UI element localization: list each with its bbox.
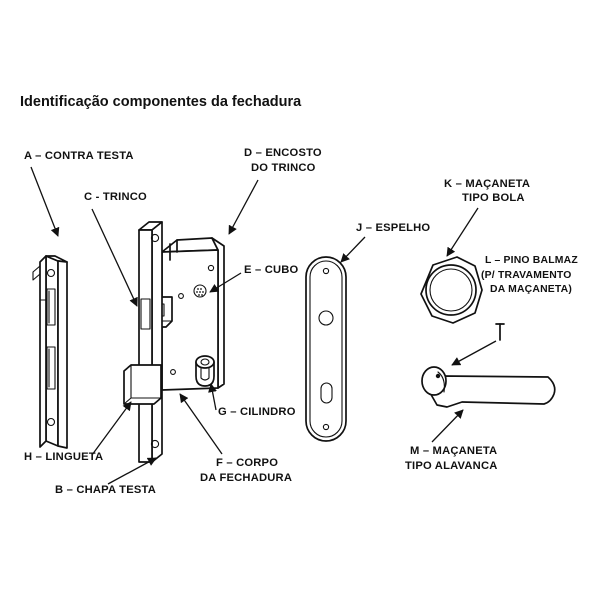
arrow-f bbox=[179, 393, 223, 455]
lever-drawing bbox=[421, 366, 556, 408]
arrow-d bbox=[228, 179, 259, 235]
knob-drawing bbox=[420, 256, 483, 324]
label-m-lever-line2: TIPO ALAVANCA bbox=[405, 460, 498, 472]
arrow-h bbox=[91, 401, 132, 456]
faceplate-drawing bbox=[138, 221, 163, 463]
arrow-l bbox=[451, 340, 497, 366]
label-h-deadbolt: H – LINGUETA bbox=[24, 451, 103, 463]
hub-hole-drawing bbox=[193, 284, 207, 298]
arrow-b bbox=[107, 457, 157, 485]
arrow-c bbox=[91, 208, 138, 307]
label-f-lock-body-line1: F – CORPO bbox=[216, 457, 278, 469]
label-l-pin-line1: L – PINO BALMAZ bbox=[485, 255, 578, 266]
arrow-j bbox=[340, 236, 366, 263]
arrow-k bbox=[446, 207, 479, 257]
diagram-title: Identificação componentes da fechadura bbox=[20, 94, 302, 110]
label-f-lock-body-line2: DA FECHADURA bbox=[200, 472, 292, 484]
label-j-escutcheon: J – ESPELHO bbox=[356, 222, 430, 234]
label-d-latch-stop-line1: D – ENCOSTO bbox=[244, 147, 322, 159]
label-b-faceplate: B – CHAPA TESTA bbox=[55, 484, 156, 496]
label-e-hub: E – CUBO bbox=[244, 264, 299, 276]
label-l-pin-line2: (P/ TRAVAMENTO bbox=[481, 270, 572, 281]
deadbolt-drawing bbox=[123, 364, 162, 405]
label-k-knob-line1: K – MAÇANETA bbox=[444, 178, 530, 190]
label-d-latch-stop-line2: DO TRINCO bbox=[251, 162, 316, 174]
cylinder-drawing bbox=[195, 355, 215, 387]
arrow-a bbox=[30, 166, 60, 237]
strike-plate-drawing bbox=[32, 255, 68, 449]
arrow-e bbox=[209, 272, 242, 293]
pin-drawing bbox=[495, 323, 505, 341]
label-m-lever-line1: M – MAÇANETA bbox=[410, 445, 497, 457]
lock-body-drawing bbox=[161, 237, 225, 391]
label-k-knob-line2: TIPO BOLA bbox=[462, 192, 525, 204]
arrow-m bbox=[431, 409, 464, 443]
arrow-g bbox=[208, 383, 217, 411]
escutcheon-drawing bbox=[305, 256, 347, 442]
label-l-pin-line3: DA MAÇANETA) bbox=[490, 284, 572, 295]
label-g-cylinder: G – CILINDRO bbox=[218, 406, 296, 418]
label-a-strike-plate: A – CONTRA TESTA bbox=[24, 150, 134, 162]
label-c-latch: C - TRINCO bbox=[84, 191, 147, 203]
